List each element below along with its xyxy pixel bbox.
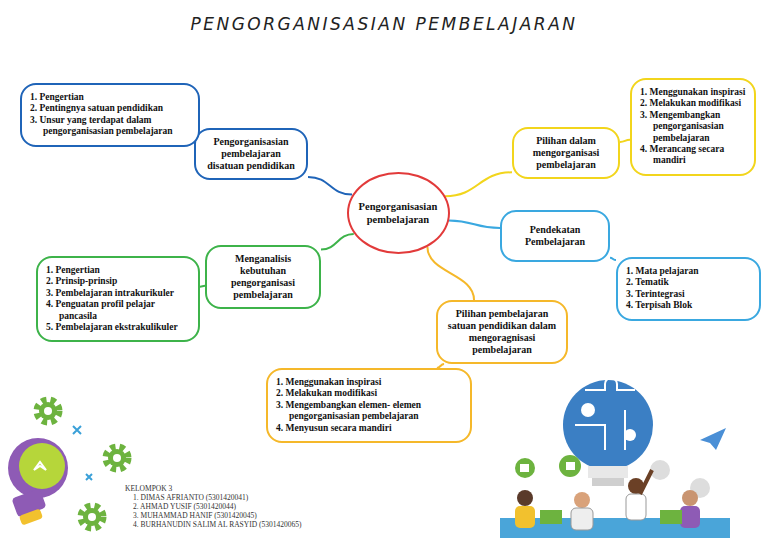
connector: [321, 234, 354, 250]
list-box: 1. Pengertian2. Prinsip-prinsip3. Pembel…: [36, 256, 200, 342]
list-box: 1. Menggunakan inspirasi2. Melakukan mod…: [266, 368, 472, 443]
node-label: Pendekatan Pembelajaran: [510, 224, 600, 248]
list-item: 1. Pengertian: [46, 265, 190, 276]
list-item: 1. Pengertian: [30, 92, 190, 103]
branch-box: Pendekatan Pembelajaran: [500, 210, 610, 262]
member-name: 4. BURHANUDIN SALIM AL RASYID (530142006…: [133, 520, 301, 529]
node-label: Pilihan dalam mengorganisasi pembelajara…: [522, 135, 610, 171]
list-item: 3. Mengembangkan pengorganisasian pembel…: [640, 110, 746, 144]
node-label: Pengorganisasian pembelajaran disatuan p…: [204, 136, 298, 172]
branch-box: Pengorganisasian pembelajaran disatuan p…: [194, 128, 308, 180]
title: PENGORGANISASIAN PEMBELAJARAN: [0, 14, 768, 34]
list-item: 4. Menyusun secara mandiri: [276, 423, 462, 434]
branch-box: Menganalisis kebutuhan pengorganisasi pe…: [205, 245, 321, 309]
connector: [449, 220, 500, 228]
connector: [427, 247, 474, 300]
list-box: 1. Pengertian2. Pentingnya satuan pendid…: [20, 83, 200, 147]
list-item: 5. Pembelajaran ekstrakulikuler: [46, 322, 190, 333]
branch-box: Pilihan pembelajaran satuan pendidikan d…: [436, 300, 568, 364]
member-name: 1. DIMAS AFRIANTO (5301420041): [133, 493, 248, 502]
list-item: 2. Melakukan modifikasi: [276, 388, 462, 399]
connector: [308, 177, 352, 195]
list-item: 1. Mata pelajaran: [626, 266, 751, 277]
node-label: Menganalisis kebutuhan pengorganisasi pe…: [215, 253, 311, 301]
list-item: 3. Unsur yang terdapat dalam pengorganis…: [30, 115, 190, 138]
list-item: 2. Melakukan modifikasi: [640, 98, 746, 109]
list-item: 3. Pembelajaran intrakurikuler: [46, 288, 190, 299]
group-label: KELOMPOK 3: [125, 484, 172, 493]
list-item: 1. Menggunakan inspirasi: [640, 87, 746, 98]
list-item: 2. Tematik: [626, 277, 751, 288]
list-item: 2. Pentingnya satuan pendidikan: [30, 103, 190, 114]
central-circle: Pengorganisasian pembelajaran: [347, 172, 450, 254]
people-group: [500, 470, 730, 538]
node-label: Pilihan pembelajaran satuan pendidikan d…: [446, 308, 558, 356]
branch-box: Pilihan dalam mengorganisasi pembelajara…: [512, 127, 620, 179]
list-box: 1. Menggunakan inspirasi2. Melakukan mod…: [630, 78, 756, 176]
list-item: 1. Menggunakan inspirasi: [276, 377, 462, 388]
connector: [620, 140, 630, 142]
member-name: 3. MUHAMMAD HANIF (5301420045): [133, 511, 257, 520]
connector: [610, 258, 616, 260]
list-item: 4. Penguatan profil pelajar pancasila: [46, 299, 190, 322]
list-item: 4. Terpisah Blok: [626, 300, 751, 311]
list-item: 2. Prinsip-prinsip: [46, 276, 190, 287]
list-box: 1. Mata pelajaran2. Tematik3. Terintegra…: [616, 257, 761, 321]
list-item: 3. Terintegrasi: [626, 289, 751, 300]
node-label: Pengorganisasian pembelajaran: [357, 200, 440, 226]
connector: [445, 172, 512, 196]
list-item: 4. Merancang secara mandiri: [640, 144, 746, 167]
list-item: 3. Mengembangkan elemen- elemen pengorga…: [276, 400, 462, 423]
puzzle-bubbles: [515, 455, 710, 498]
member-name: 2. AHMAD YUSIF (5301420044): [133, 502, 236, 511]
sparkle: [73, 426, 92, 480]
lightbulb-icon: [8, 438, 68, 525]
paper-plane: [700, 428, 726, 450]
